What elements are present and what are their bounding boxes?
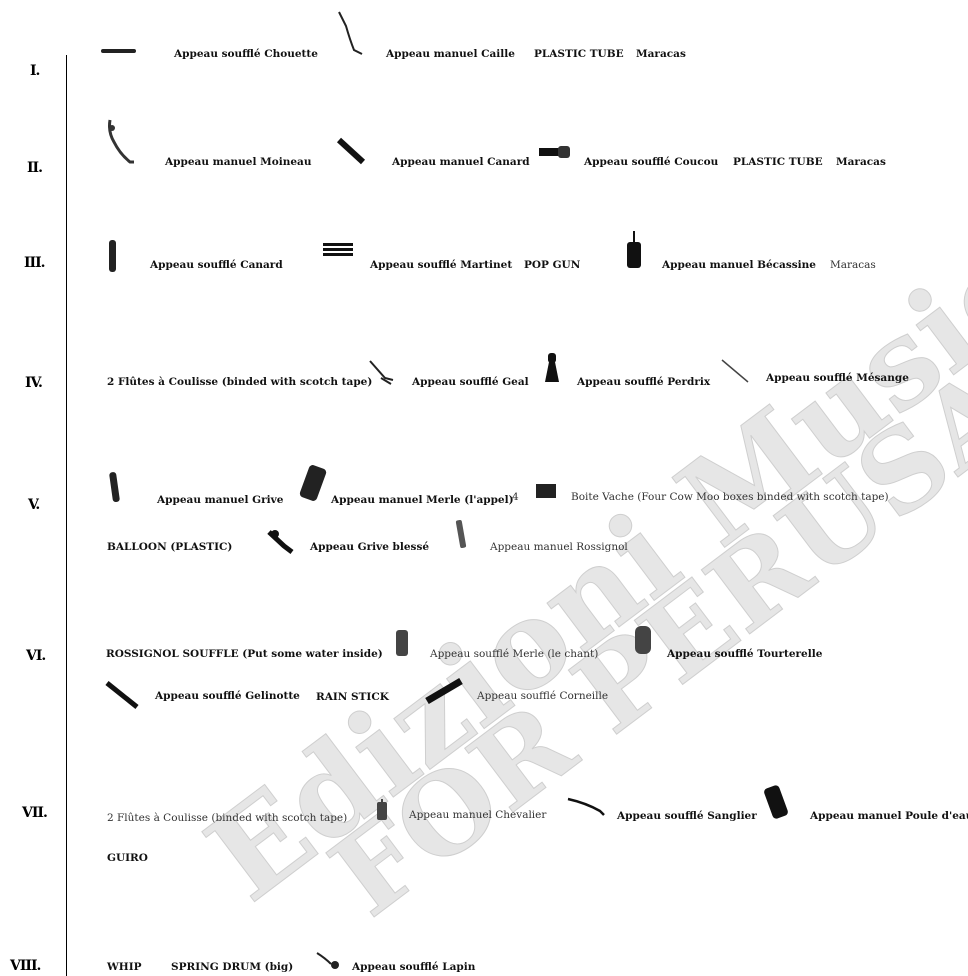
section-numeral-5: V. [28,497,40,513]
item-label: BALLOON (PLASTIC) [107,541,233,553]
section-numeral-8: VIII. [10,958,41,974]
item-label: Appeau manuel Moineau [165,156,312,168]
sandpiper-call-icon [377,799,387,820]
item-label: RAIN STICK [316,691,389,703]
item-label: Appeau manuel Chevalier [409,809,547,821]
item-label: Appeau manuel Bécassine [662,259,816,271]
item-label: POP GUN [524,259,581,271]
snipe-call-icon [627,231,641,268]
item-label: Appeau manuel Grive [157,494,284,506]
item-label: Appeau soufflé Tourterelle [667,648,823,660]
item-label: ROSSIGNOL SOUFFLE (Put some water inside… [106,648,383,660]
item-label: 4 [512,491,519,503]
moorhen-call-icon [764,785,788,819]
item-label: Appeau soufflé Martinet [370,259,513,271]
item-label: Maracas [836,156,886,168]
item-label: Appeau soufflé Chouette [174,48,318,60]
swift-call-icon [323,243,353,256]
item-label: GUIRO [107,852,148,864]
item-label: Appeau soufflé Geal [412,376,529,388]
item-label: Appeau Grive blessé [310,541,430,553]
section-numeral-6: VI. [26,648,46,664]
nightingale-call-icon [455,520,467,548]
thrush-call-icon [109,472,120,503]
item-label: Appeau manuel Rossignol [490,541,628,553]
wounded-thrush-call-icon [267,530,294,554]
section-numeral-4: IV. [25,375,43,391]
item-label: 2 Flûtes à Coulisse (binded with scotch … [107,376,373,388]
item-label: SPRING DRUM (big) [171,961,294,973]
cuckoo-call-icon [539,146,570,158]
jay-call-icon [369,360,394,385]
blackbird-song-call-icon [396,630,408,656]
sparrow-call-icon [108,119,134,164]
section-numeral-1: I. [30,63,40,79]
item-label: Boite Vache (Four Cow Moo boxes binded w… [571,491,889,503]
item-label: Appeau manuel Merle (l'appel) [331,494,514,506]
blackbird-call-icon [299,465,327,501]
item-label: Maracas [830,259,876,271]
item-label: Appeau manuel Caille [386,48,515,60]
tit-call-icon [721,359,749,383]
item-label: 2 Flûtes à Coulisse (binded with scotch … [107,812,348,824]
rabbit-call-icon [316,952,339,969]
duck-whistle-icon [109,240,116,272]
partridge-call-icon [545,353,559,382]
item-label: Appeau soufflé Canard [150,259,283,271]
item-label: Appeau soufflé Merle (le chant) [430,648,599,660]
item-label: Appeau manuel Canard [392,156,530,168]
item-label: PLASTIC TUBE [534,48,624,60]
crow-call-icon [425,677,463,704]
section-numeral-2: II. [27,160,43,176]
item-label: Appeau soufflé Perdrix [577,376,711,388]
cow-moo-box-icon [536,484,556,498]
item-label: PLASTIC TUBE [733,156,823,168]
hazel-grouse-call-icon [105,681,139,709]
item-label: WHIP [107,961,142,973]
item-label: Appeau manuel Poule d'eau [810,810,968,822]
boar-call-icon [567,797,605,816]
owl-call-icon [101,49,136,53]
section-numeral-3: III. [24,255,46,271]
left-rule [66,55,67,976]
item-label: Appeau soufflé Lapin [352,961,476,973]
item-label: Appeau soufflé Sanglier [617,810,757,822]
watermark-line-2: FOR PERUSAL O [308,216,968,941]
item-label: Appeau soufflé Mésange [766,372,909,384]
section-numeral-7: VII. [22,805,48,821]
duck-call-icon [336,137,366,165]
item-label: Appeau soufflé Coucou [584,156,719,168]
item-label: Maracas [636,48,686,60]
item-label: Appeau soufflé Corneille [477,690,609,702]
quail-call-icon [338,11,363,55]
turtledove-call-icon [635,626,651,654]
item-label: Appeau soufflé Gelinotte [155,690,300,702]
